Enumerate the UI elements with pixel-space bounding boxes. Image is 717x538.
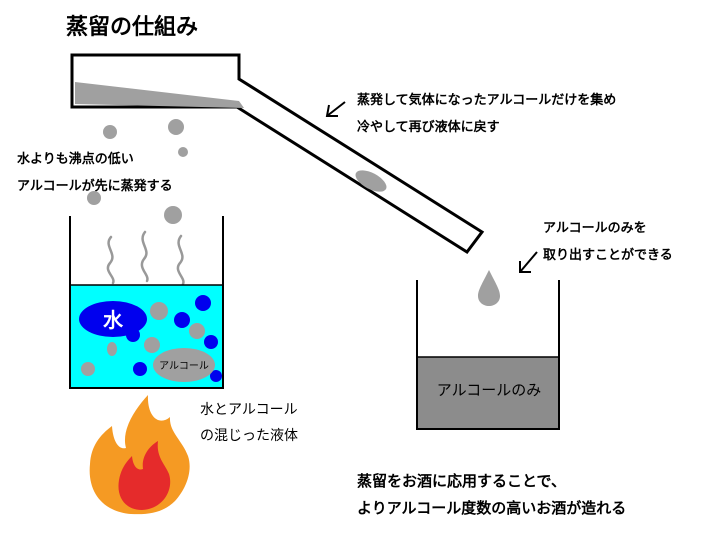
extract-note-line2: 取り出すことができる	[543, 247, 673, 263]
vapor-particle	[178, 147, 188, 157]
alcohol-molecule-badge	[153, 348, 215, 382]
alcohol-label: アルコール	[159, 361, 209, 372]
alcohol-particle	[81, 362, 95, 376]
condensate-drop-in-tube	[355, 170, 387, 192]
left-beaker: 水 アルコール	[69, 216, 224, 389]
low-boil-note-line1: 水よりも沸点の低い	[17, 151, 134, 167]
steam-wisps-icon	[106, 230, 185, 286]
water-particle	[195, 295, 211, 311]
mixture-note-line2: の混じった液体	[200, 428, 298, 444]
alcohol-particle	[107, 342, 117, 356]
alcohol-particles	[81, 302, 205, 376]
water-molecule-badge	[79, 301, 147, 337]
vapor-particle	[168, 119, 184, 135]
condensate-film	[75, 82, 244, 108]
low-boil-note-line2: アルコールが先に蒸発する	[17, 178, 173, 194]
alcohol-particle	[189, 323, 205, 339]
conclusion-line2: よりアルコール度数の高いお酒が造れる	[357, 499, 626, 517]
vapor-note-line1: 蒸発して気体になったアルコールだけを集め	[357, 92, 616, 108]
flame-icon	[89, 395, 190, 515]
collected-alcohol	[418, 357, 558, 428]
extract-note-line1: アルコールのみを	[543, 221, 647, 236]
water-label: 水	[103, 308, 124, 332]
arrow-to-tube-icon	[325, 101, 346, 117]
vapor-particle	[103, 125, 117, 139]
water-particle	[174, 312, 190, 328]
alcohol-particle	[150, 302, 168, 320]
alcohol-particle	[144, 337, 160, 353]
arrow-to-drop-icon	[519, 251, 538, 273]
condenser-tube	[70, 53, 485, 255]
page-title: 蒸留の仕組み	[66, 14, 198, 40]
water-particle	[210, 370, 222, 382]
conclusion-line1: 蒸留をお酒に応用することで、	[357, 472, 566, 490]
alcohol-vapor-particles	[87, 119, 188, 224]
vapor-note-line2: 冷やして再び液体に戻す	[357, 119, 500, 135]
vapor-particle	[164, 206, 182, 224]
vapor-particle	[87, 191, 101, 205]
alcohol-drop-icon	[478, 270, 500, 306]
mixture-note-line1: 水とアルコール	[200, 402, 298, 418]
water-particle	[204, 335, 218, 349]
collected-alcohol-label: アルコールのみ	[437, 381, 542, 399]
right-beaker: アルコールのみ	[416, 280, 560, 430]
water-particle	[133, 362, 147, 376]
